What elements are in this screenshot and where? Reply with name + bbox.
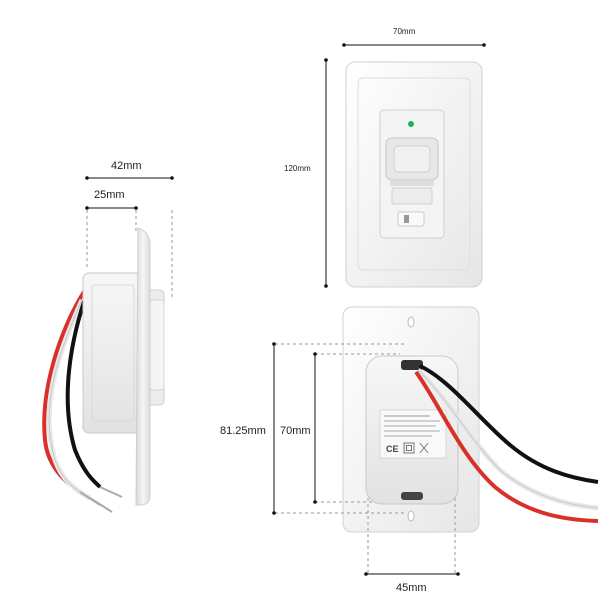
back-view: CE (272, 306, 599, 576)
black-wire (65, 289, 102, 489)
label-side-depth-body: 25mm (94, 189, 125, 201)
label-back-outer-height: 81.25mm (220, 425, 266, 437)
black-wire-back (419, 364, 599, 484)
red-wire-back (414, 370, 599, 523)
led-indicator-icon (408, 121, 414, 127)
label-back-width: 45mm (396, 582, 427, 594)
ce-mark-icon: CE (386, 444, 399, 454)
switch-slider-icon (397, 211, 425, 227)
label-front-width: 70mm (393, 27, 416, 36)
class-ii-icon (403, 442, 415, 454)
label-back-inner-height: 70mm (280, 425, 311, 437)
wire-exit-slot (401, 360, 423, 370)
wall-plate-side (135, 227, 151, 506)
side-view (42, 176, 174, 513)
label-front-height: 120mm (284, 164, 311, 173)
screw-hole-bottom-icon (407, 510, 415, 522)
screw-hole-top-icon (407, 316, 415, 328)
label-side-depth-total: 42mm (111, 160, 142, 172)
front-view (324, 43, 486, 288)
weee-bin-icon (419, 442, 429, 454)
product-label-sticker (379, 409, 447, 459)
